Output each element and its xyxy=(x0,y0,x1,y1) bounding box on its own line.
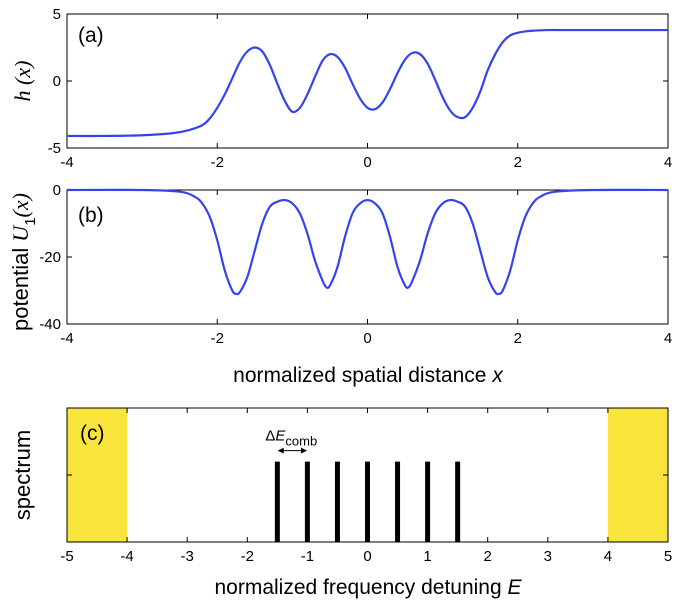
panel-b-label: (b) xyxy=(78,204,104,227)
panel-c-xlabel-main: normalized frequency detuning xyxy=(214,576,507,599)
panel-a-ytick-label: -5 xyxy=(48,140,61,157)
panel-c-xtick-label: 2 xyxy=(484,548,492,565)
panel-a-xtick-label: -2 xyxy=(211,154,224,171)
panel-b-xtick-label: 2 xyxy=(514,330,522,347)
panel-c-xtick-label: -3 xyxy=(181,548,194,565)
panel-b-xtick-label: -4 xyxy=(60,330,73,347)
panel-b-xlabel-main: normalized spatial distance xyxy=(233,364,492,387)
panel-c-band xyxy=(607,408,668,542)
panel-c-xtick-label: 1 xyxy=(423,548,431,565)
panel-b-ticks xyxy=(66,189,669,325)
panel-a-ylabel: h (x) xyxy=(10,61,35,102)
panel-c-xtick-label: -2 xyxy=(241,548,254,565)
panel-c-xtick-label: 5 xyxy=(664,548,672,565)
panel-b-series-line xyxy=(66,188,669,296)
panel-a-series-line xyxy=(66,28,668,138)
panel-b-ytick-label: -40 xyxy=(39,316,61,333)
panel-b-ytick-label: 0 xyxy=(53,182,61,199)
panel-a-ticks xyxy=(66,13,669,149)
panel-c-xlabel: normalized frequency detuning E xyxy=(214,576,522,599)
panel-b-axes xyxy=(66,189,669,325)
panel-b-xtick-label: 4 xyxy=(664,330,672,347)
panel-a: -4 -2 0 2 4 -5 0 5 (a) h (x) xyxy=(10,6,672,171)
panel-b-ylabel: potential U1(x) xyxy=(8,193,39,331)
panel-c-xtick-label: -4 xyxy=(120,548,133,565)
e-symbol: E xyxy=(275,428,286,445)
panel-c-xtick-label: 0 xyxy=(363,548,371,565)
panel-c-ylabel: spectrum xyxy=(10,430,35,520)
panel-a-tick-labels: -4 -2 0 2 4 -5 0 5 xyxy=(48,6,673,171)
panel-b-xtick-label: 0 xyxy=(363,330,371,347)
panel-a-xtick-label: 4 xyxy=(664,154,672,171)
panel-a-axes xyxy=(66,13,669,149)
panel-b-ytick-label: -20 xyxy=(39,249,61,266)
panel-a-xtick-label: 2 xyxy=(514,154,522,171)
panel-c-xtick-label: 3 xyxy=(544,548,552,565)
panel-b-xtick-label: -2 xyxy=(211,330,224,347)
panel-b-xlabel: normalized spatial distance x xyxy=(233,364,504,387)
panel-a-label: (a) xyxy=(78,24,104,47)
panel-c-xlabel-var: E xyxy=(508,576,523,599)
panel-b-ylabel-suffix: (x) xyxy=(8,193,33,217)
panel-c-band xyxy=(67,408,128,542)
panel-c-comb xyxy=(274,461,461,542)
panel-a-xtick-label: 0 xyxy=(363,154,371,171)
panel-c-xtick-label: 4 xyxy=(604,548,612,565)
delta-symbol: Δ xyxy=(265,428,275,445)
panel-c-label: (c) xyxy=(80,422,105,445)
panel-a-ytick-label: 0 xyxy=(53,73,61,90)
panel-a-xtick-label: -4 xyxy=(60,154,73,171)
panel-b-ylabel-sub: 1 xyxy=(22,217,39,225)
panel-b-xlabel-var: x xyxy=(491,364,504,387)
panel-b-ylabel-symbol: U xyxy=(8,224,33,242)
panel-c-bands xyxy=(67,408,668,542)
panel-c-xtick-label: -5 xyxy=(60,548,73,565)
panel-c-tick-labels: -5 -4 -3 -2 -1 0 1 2 3 4 5 xyxy=(60,548,672,565)
comb-subscript: comb xyxy=(285,434,317,449)
panel-b-ylabel-prefix: potential xyxy=(8,242,33,331)
panel-c-ticks xyxy=(66,408,669,542)
delta-e-comb-label: ΔEcomb xyxy=(265,428,317,449)
panel-c-xtick-label: -1 xyxy=(301,548,314,565)
panel-a-ytick-label: 5 xyxy=(53,6,61,23)
